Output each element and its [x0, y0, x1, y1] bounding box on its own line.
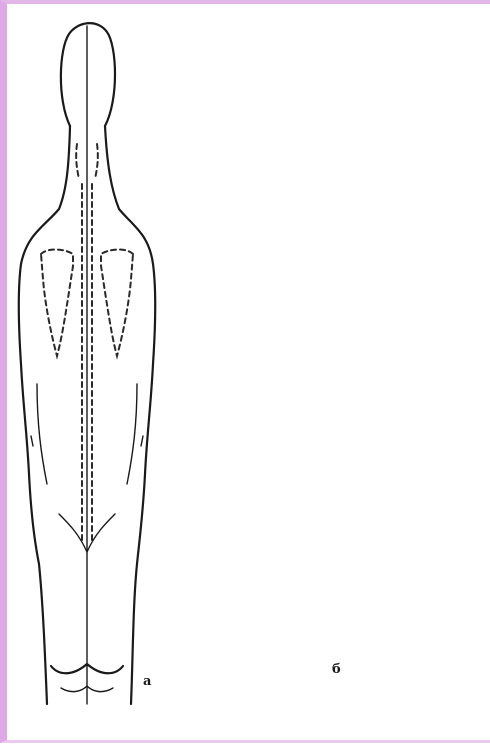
panel-a-right-contour: [105, 126, 155, 704]
panel-a-left-scapula: [41, 250, 73, 357]
panel-a-neck-dash-right: [95, 144, 98, 179]
panel-a-left-contour: [19, 126, 70, 704]
panel-a-right-arm-line: [127, 384, 137, 484]
panel-b-label: б: [332, 662, 341, 677]
panel-a-head: [61, 23, 115, 126]
panel-a-label: a: [143, 674, 151, 689]
back-diagrams: [7, 4, 490, 747]
panel-a-left-elbow: [31, 436, 33, 446]
panel-a-right-scapula: [101, 250, 133, 357]
panel-a-neck-dash-left: [76, 144, 79, 179]
panel-a-figure: [19, 23, 156, 704]
panel-a-left-arm-line: [37, 384, 47, 484]
panel-a-right-elbow: [141, 436, 143, 446]
